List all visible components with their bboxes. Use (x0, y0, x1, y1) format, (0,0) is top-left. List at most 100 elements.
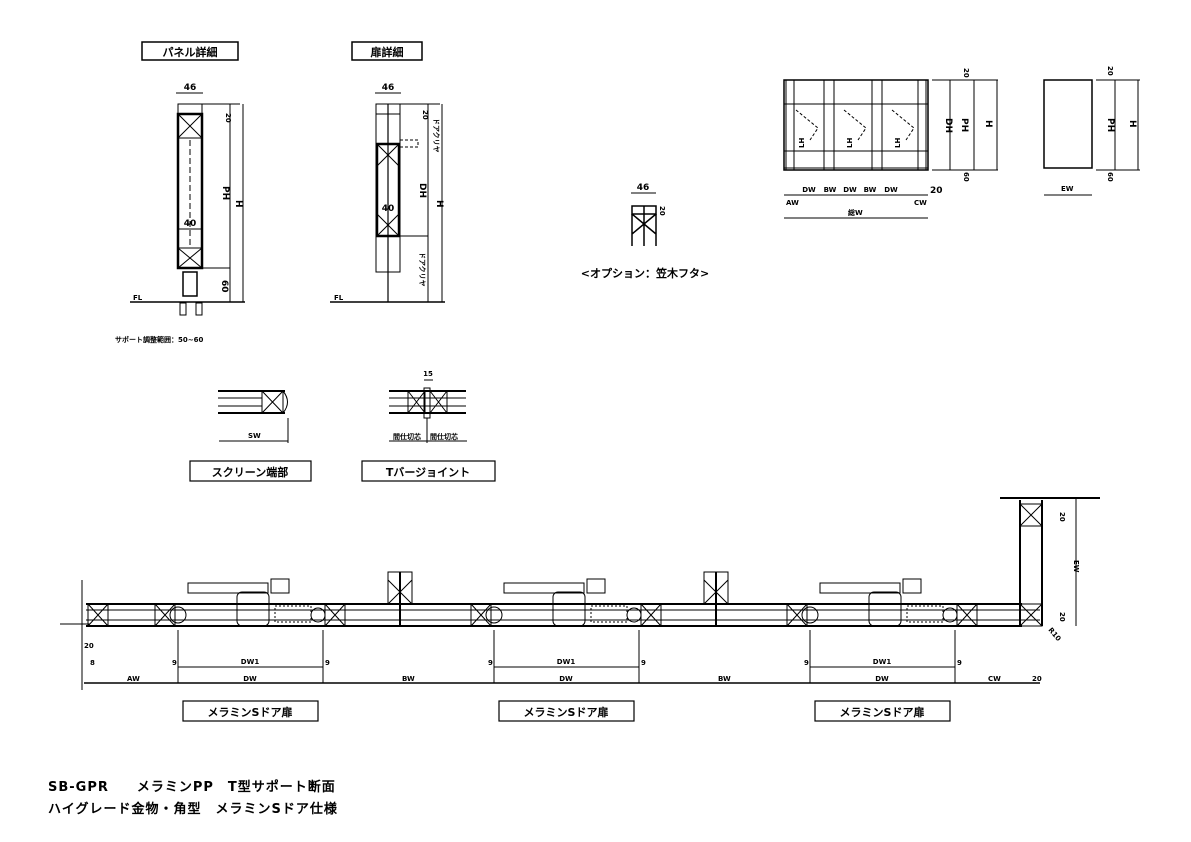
support-note: サポート調整範囲：50~60 (115, 335, 203, 344)
lock-box (902, 578, 922, 594)
door-swing-2 (891, 109, 915, 141)
t-support-1 (703, 571, 729, 626)
dim-width: 46 (637, 183, 650, 193)
post-0 (785, 79, 795, 171)
dim-aw: AW (127, 675, 140, 683)
dim-bottom: 60 (1106, 172, 1114, 182)
screen-end-title: スクリーン端部 (212, 465, 288, 479)
dim-20-top: 20 (1058, 512, 1066, 522)
dim-dw1: DW1 (241, 658, 260, 666)
upper-clearance: ドアクリヤ (432, 118, 441, 153)
door-closer (187, 582, 269, 594)
option-caption: <オプション：笠木フタ> (581, 266, 709, 280)
dim-inner: 40 (382, 204, 395, 214)
post-cross (786, 603, 808, 627)
dim-ph: PH (959, 118, 969, 132)
dim-dw1: DW1 (557, 658, 576, 666)
dim-h: H (233, 200, 243, 208)
t-bar-joint-title: Tバージョイント (386, 466, 470, 479)
post (640, 603, 662, 627)
dim-ph: PH (1105, 118, 1115, 132)
post (956, 603, 978, 627)
door-closer (503, 582, 585, 594)
dim-bottom: 60 (219, 280, 229, 293)
dim-h: H (434, 200, 444, 208)
handle-box (868, 591, 902, 627)
dim-dh: DH (417, 183, 427, 198)
post-cross (324, 603, 346, 627)
handle-box (236, 591, 270, 627)
post-3 (917, 79, 927, 171)
lock-box (270, 578, 290, 594)
drawing-title-line2: ハイグレード金物・角型 メラミンSドア仕様 (48, 801, 338, 817)
door-label-box (498, 700, 635, 722)
dim-bw-1: BW (824, 186, 837, 194)
dim-lh-1: LH (846, 138, 854, 148)
post (470, 603, 492, 627)
dim-width: 46 (382, 83, 395, 93)
dim-ew: EW (1072, 560, 1080, 573)
handle-box (552, 591, 586, 627)
dim-top: 20 (1106, 66, 1114, 76)
dim-aw: AW (786, 199, 799, 207)
dim-8: 8 (90, 659, 95, 667)
door-detail: 扉詳細 46 40 20 ドアクリヤ DH H ドアクリヤ FL (330, 41, 445, 303)
dim-top: 20 (962, 68, 970, 78)
dim-dh: DH (943, 118, 953, 133)
hinge-icon (485, 606, 503, 624)
dim-h: H (1127, 120, 1137, 128)
post (786, 603, 808, 627)
dim-dw: DW (875, 675, 889, 683)
dim-end-gap: 20 (930, 186, 943, 196)
door-swing-0 (795, 109, 819, 141)
panel-detail-title-box (141, 41, 239, 61)
dim-bw-3: BW (864, 186, 877, 194)
dim-total: 総W (848, 208, 863, 217)
dim-dw: DW (243, 675, 257, 683)
t-support-0 (387, 571, 413, 626)
dim-cw: CW (988, 675, 1001, 683)
dim-inner: 40 (184, 219, 197, 229)
door-detail-title: 扉詳細 (371, 45, 404, 59)
post-cross (154, 603, 176, 627)
dim-15: 15 (423, 370, 433, 378)
dim-9: 9 (641, 659, 646, 667)
t-bar-joint-detail: 15 間仕切芯 間仕切芯 Tバージョイント (361, 370, 496, 482)
door-label: メラミンSドア扉 (840, 705, 925, 719)
hinge-icon (801, 606, 819, 624)
dim-9: 9 (488, 659, 493, 667)
dim-bw-1: BW (402, 675, 415, 683)
dim-lh-0: LH (798, 138, 806, 148)
dim-top: 20 (224, 113, 232, 123)
dim-height: 20 (658, 206, 666, 216)
dim-9: 9 (804, 659, 809, 667)
drawing-title-line1: SB-GPR メラミンPP T型サポート断面 (48, 779, 336, 795)
dim-right: 間仕切芯 (430, 432, 458, 441)
dim-bw-2: BW (718, 675, 731, 683)
dim-width: 46 (184, 83, 197, 93)
floor-label: FL (334, 294, 344, 302)
door-label-box (814, 700, 951, 722)
door-swing-1 (843, 109, 867, 141)
dim-left: 間仕切芯 (393, 432, 421, 441)
dim-20: 20 (1032, 675, 1042, 683)
door-label: メラミンSドア扉 (524, 705, 609, 719)
dim-lh-2: LH (894, 138, 902, 148)
post-2 (871, 79, 883, 171)
dim-sw: SW (248, 432, 261, 440)
dim-9: 9 (957, 659, 962, 667)
floor-label: FL (133, 294, 143, 302)
panel-detail-title: パネル詳細 (163, 45, 218, 59)
dim-ph: PH (220, 186, 230, 200)
screen-end-detail: SW スクリーン端部 (189, 390, 312, 482)
door-label-box (182, 700, 319, 722)
dim-ew: EW (1061, 185, 1074, 193)
dim-top: 20 (421, 110, 429, 120)
end-elevation: EW PH H 20 60 (1043, 66, 1140, 196)
door-label: メラミンSドア扉 (208, 705, 293, 719)
